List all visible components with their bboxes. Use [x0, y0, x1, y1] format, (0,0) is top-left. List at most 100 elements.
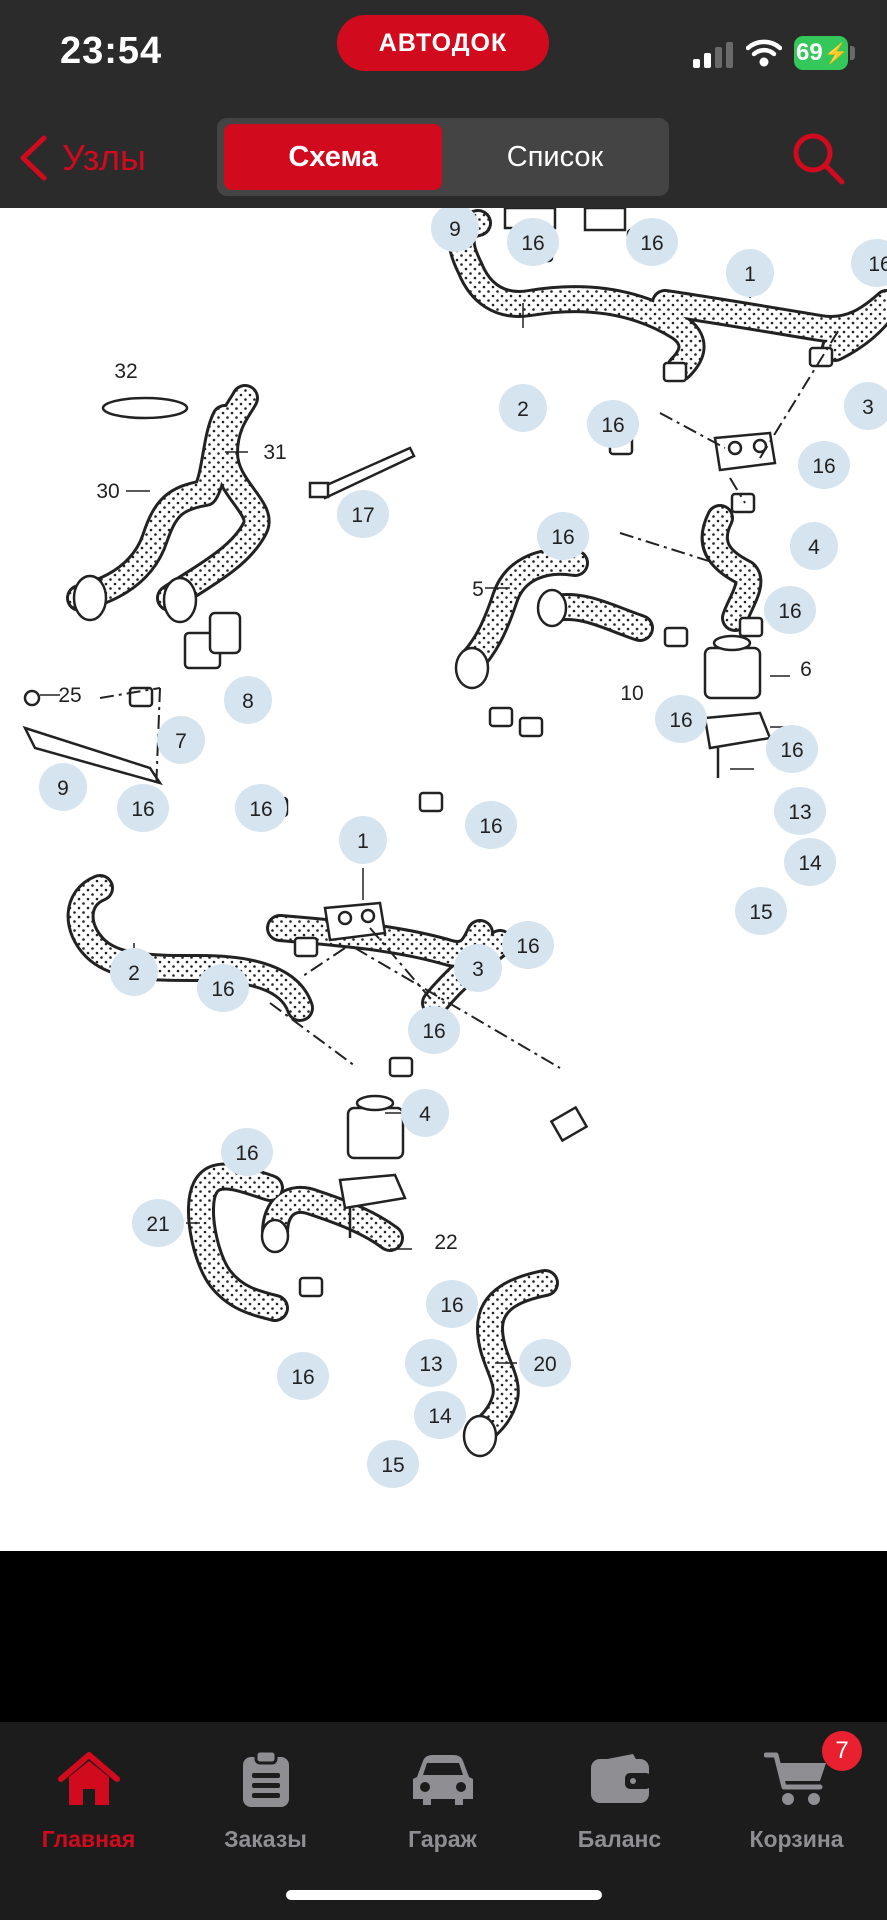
callout-16[interactable]: 16: [766, 725, 818, 773]
callout-3[interactable]: 3: [844, 382, 887, 430]
callout-17[interactable]: 17: [337, 490, 389, 538]
callout-16[interactable]: 16: [507, 218, 559, 266]
callout-label: 16: [521, 232, 544, 255]
callout-14[interactable]: 14: [414, 1391, 466, 1439]
callout-1[interactable]: 1: [339, 816, 387, 864]
callouts: 9 16 16 1 16 2 16 3 16 16 4 5 16 6 10 16…: [39, 208, 887, 1488]
segment-list[interactable]: Список: [506, 140, 604, 173]
orders-icon: [242, 1749, 289, 1807]
parts-scheme[interactable]: 9 16 16 1 16 2 16 3 16 16 4 5 16 6 10 16…: [0, 208, 887, 1551]
callout-label: 14: [798, 852, 822, 875]
callout-label: 10: [620, 682, 643, 705]
wifi-icon: [746, 39, 782, 67]
callout-label: 16: [780, 739, 803, 762]
cart-icon: [763, 1752, 826, 1805]
tab-garage[interactable]: Гараж: [354, 1744, 531, 1864]
callout-2[interactable]: 2: [110, 948, 158, 996]
back-button[interactable]: Узлы: [18, 130, 146, 186]
tab-balance[interactable]: Баланс: [531, 1744, 708, 1864]
battery-level: 69: [796, 39, 823, 66]
callout-5: 5: [472, 578, 484, 601]
parts-diagram: 9 16 16 1 16 2 16 3 16 16 4 5 16 6 10 16…: [22, 208, 887, 1488]
callout-21[interactable]: 21: [132, 1199, 184, 1247]
callout-15[interactable]: 15: [735, 887, 787, 935]
callout-16[interactable]: 16: [235, 784, 287, 832]
callout-label: 16: [669, 709, 692, 732]
callout-10: 10: [620, 682, 643, 705]
callout-16[interactable]: 16: [502, 921, 554, 969]
callout-22: 22: [434, 1231, 457, 1254]
callout-3[interactable]: 3: [454, 944, 502, 992]
callout-label: 2: [517, 398, 529, 421]
callout-label: 16: [249, 798, 272, 821]
callout-32: 32: [114, 360, 137, 383]
callout-label: 25: [58, 684, 81, 707]
callout-7[interactable]: 7: [157, 716, 205, 764]
callout-label: 16: [235, 1142, 258, 1165]
tab-home[interactable]: Главная: [0, 1744, 177, 1864]
callout-label: 15: [749, 901, 772, 924]
charging-bolt-icon: ⚡: [823, 42, 849, 65]
callout-label: 13: [788, 801, 811, 824]
callout-label: 8: [242, 690, 254, 713]
segment-scheme[interactable]: Схема: [224, 124, 442, 190]
callout-label: 2: [128, 962, 140, 985]
callout-16[interactable]: 16: [221, 1128, 273, 1176]
callout-14[interactable]: 14: [784, 838, 836, 886]
callout-16[interactable]: 16: [117, 784, 169, 832]
connectors: [72, 574, 589, 1458]
callout-16[interactable]: 16: [465, 801, 517, 849]
callout-20[interactable]: 20: [519, 1339, 571, 1387]
callout-16[interactable]: 16: [587, 400, 639, 448]
home-indicator[interactable]: [286, 1890, 602, 1900]
battery-indicator: 69⚡: [794, 36, 849, 70]
callout-6: 6: [800, 658, 812, 681]
callout-13[interactable]: 13: [774, 787, 826, 835]
callout-25: 25: [58, 684, 81, 707]
callout-15[interactable]: 15: [367, 1440, 419, 1488]
callout-label: 9: [57, 777, 69, 800]
navigation-bar: Узлы Схема Список: [0, 108, 887, 208]
callout-label: 16: [422, 1020, 445, 1043]
callout-16[interactable]: 16: [537, 512, 589, 560]
callout-label: 1: [744, 263, 756, 286]
callout-16[interactable]: 16: [764, 586, 816, 634]
callout-label: 31: [263, 441, 286, 464]
callout-16[interactable]: 16: [197, 964, 249, 1012]
tab-orders[interactable]: Заказы: [177, 1744, 354, 1864]
callout-9-top[interactable]: 9: [431, 208, 479, 252]
back-label: Узлы: [62, 137, 146, 178]
cart-count-badge: 7: [822, 1731, 862, 1771]
callout-13[interactable]: 13: [405, 1339, 457, 1387]
callout-4[interactable]: 4: [401, 1089, 449, 1137]
callout-16[interactable]: 16: [626, 218, 678, 266]
callout-2[interactable]: 2: [499, 384, 547, 432]
callout-label: 6: [800, 658, 812, 681]
callout-1[interactable]: 1: [726, 249, 774, 297]
brand-logo: АВТОДОК: [337, 15, 549, 71]
callout-label: 16: [516, 935, 539, 958]
tab-balance-label: Баланс: [577, 1826, 662, 1852]
callout-9[interactable]: 9: [39, 763, 87, 811]
callout-16[interactable]: 16: [277, 1352, 329, 1400]
callout-label: 16: [868, 253, 887, 276]
callout-31: 31: [263, 441, 286, 464]
callout-label: 16: [211, 978, 234, 1001]
callout-label: 9: [449, 218, 461, 241]
callout-label: 3: [862, 396, 874, 419]
chevron-left-icon: [20, 135, 47, 181]
tab-garage-label: Гараж: [408, 1826, 477, 1852]
callout-label: 20: [533, 1353, 556, 1376]
callout-16[interactable]: 16: [655, 695, 707, 743]
callout-4[interactable]: 4: [790, 522, 838, 570]
callout-8[interactable]: 8: [224, 676, 272, 724]
search-icon[interactable]: [790, 130, 846, 186]
callout-16[interactable]: 16: [798, 441, 850, 489]
callout-16[interactable]: 16: [408, 1006, 460, 1054]
components: [22, 208, 777, 1238]
callout-16[interactable]: 16: [426, 1280, 478, 1328]
tab-cart[interactable]: Корзина: [708, 1744, 885, 1864]
callout-label: 16: [812, 455, 835, 478]
home-icon: [57, 1752, 120, 1805]
callout-16[interactable]: 16: [851, 239, 887, 287]
